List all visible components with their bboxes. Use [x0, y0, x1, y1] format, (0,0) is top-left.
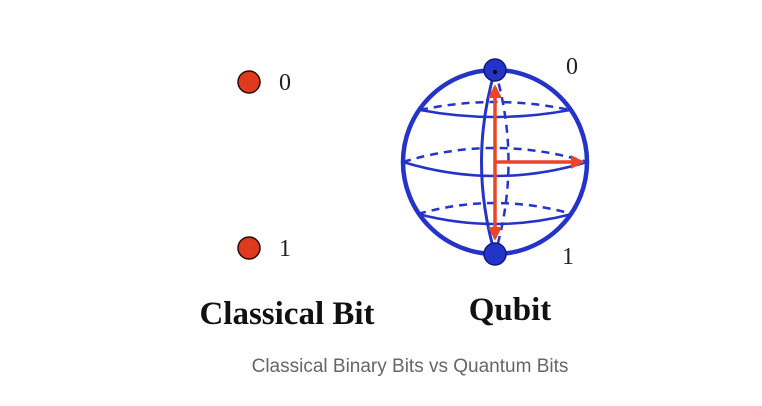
- classical-state-zero-dot: [237, 70, 261, 94]
- qubit-title: Qubit: [469, 292, 552, 328]
- bloch-sphere: 0 1 Qubit: [400, 54, 590, 328]
- south-pole-dot: [483, 242, 507, 266]
- qubit-state-one-label: 1: [562, 244, 574, 270]
- classical-state-one-dot: [237, 236, 261, 260]
- meridian-front: [480, 69, 497, 255]
- qubit-state-zero-label: 0: [566, 54, 578, 80]
- north-pole-center: [493, 70, 497, 74]
- classical-bit-title: Classical Bit: [199, 296, 374, 332]
- latitude-bottom-back: [417, 201, 573, 216]
- classical-bit: 0 1 Classical Bit: [199, 70, 374, 332]
- classical-state-one-label: 1: [279, 236, 291, 262]
- figure-caption: Classical Binary Bits vs Quantum Bits: [251, 356, 569, 377]
- classical-state-zero-label: 0: [279, 70, 291, 96]
